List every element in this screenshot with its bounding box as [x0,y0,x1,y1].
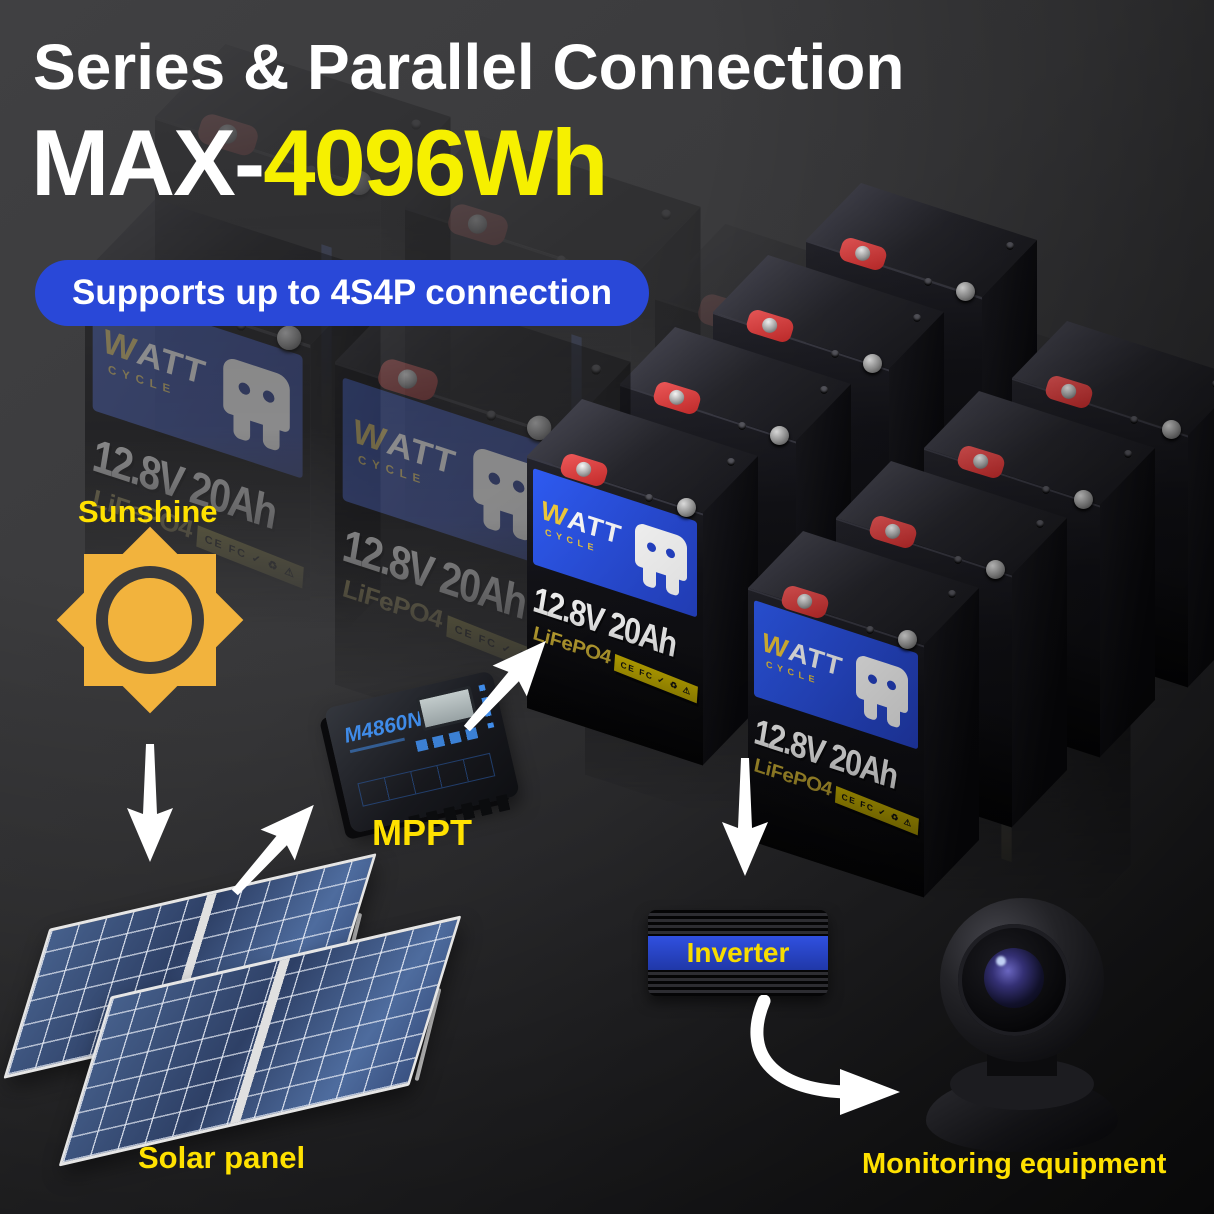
battery: WATT CYCLE 12.8V 20Ah LiFePO4 CE FC ✓ ♻ … [527,392,758,766]
plug-icon [635,521,687,597]
camera-lens-ring [958,924,1070,1036]
plug-eye [488,471,501,487]
battery-screw [1006,242,1014,250]
plug-eye [262,388,275,405]
mppt-label: MPPT [372,812,473,853]
plug-leg [483,503,501,533]
camera-head [940,898,1104,1062]
battery-terminal-negative [956,282,975,301]
max-capacity-heading: MAX-4096Wh [31,110,608,215]
plug-icon [856,653,908,729]
battery-screw [820,386,828,394]
battery-screw [948,590,956,598]
camera-lens [984,948,1044,1008]
solar-panel-label: Solar panel [138,1140,306,1175]
terminal-nut [465,212,490,237]
plug-leg [666,574,679,597]
terminal-nut [574,460,594,479]
battery-terminal-negative [770,426,789,445]
battery-screw [866,626,874,634]
battery-screw [1124,450,1132,458]
brand-logo: WATT CYCLE [541,495,621,562]
battery-screw [591,364,602,375]
battery-terminal-negative [1162,420,1181,439]
inverter-label: Inverter [686,937,790,968]
inverter-device: Inverter [648,910,828,996]
plug-icon [223,355,290,452]
battery-screw [727,458,735,466]
battery-terminal-negative [986,560,1005,579]
monitoring-label: Monitoring equipment [862,1148,1167,1180]
terminal-nut [395,367,420,392]
battery-screw [486,410,497,421]
inverter-fins [648,910,828,937]
battery-terminal-negative [1074,490,1093,509]
brand-logo: WATT CYCLE [353,411,455,497]
inverter-fins [648,969,828,996]
brand-logo: WATT CYCLE [103,321,205,407]
plug-leg [262,423,280,452]
inverter-to-camera-arrow [750,995,900,1115]
max-value: 4096Wh [263,110,608,215]
sun-to-panel-arrow [127,744,173,862]
monitoring-camera [912,898,1132,1154]
plug-leg [233,413,251,443]
plug-eye [887,679,896,692]
battery-screw [645,494,653,502]
battery-terminal-negative [898,630,917,649]
connection-badge: Supports up to 4S4P connection [35,260,649,326]
battery-terminal-negative [277,325,302,350]
battery: WATT CYCLE 12.8V 20Ah LiFePO4 CE FC ✓ ♻ … [748,524,979,898]
battery-screw [913,314,921,322]
plug-eye [868,673,877,686]
sun-core [96,566,204,674]
battery-to-inverter-arrow [722,758,768,876]
sunshine-label: Sunshine [78,494,218,529]
inverter-label-band: Inverter [648,936,828,970]
inverter-body: Inverter [648,910,828,996]
battery-terminal-negative [863,354,882,373]
max-prefix: MAX- [31,110,265,215]
terminal-nut [795,592,815,611]
brand-logo: WATT CYCLE [762,627,842,694]
certification-marks: CE FC ✓ ♻ ⚠ [834,785,920,836]
plug-eye [647,541,656,554]
lens-glint [996,956,1006,966]
battery-terminal-negative [677,498,696,517]
plug-leg [887,706,900,729]
page-title: Series & Parallel Connection [33,31,905,103]
plug-eye [666,547,675,560]
plug-eye [512,478,525,495]
plug-leg [643,566,656,590]
certification-marks: CE FC ✓ ♻ ⚠ [613,653,699,704]
plug-leg [864,698,877,722]
sun-icon [56,526,244,714]
battery-screw [1036,520,1044,528]
plug-eye [238,381,251,397]
